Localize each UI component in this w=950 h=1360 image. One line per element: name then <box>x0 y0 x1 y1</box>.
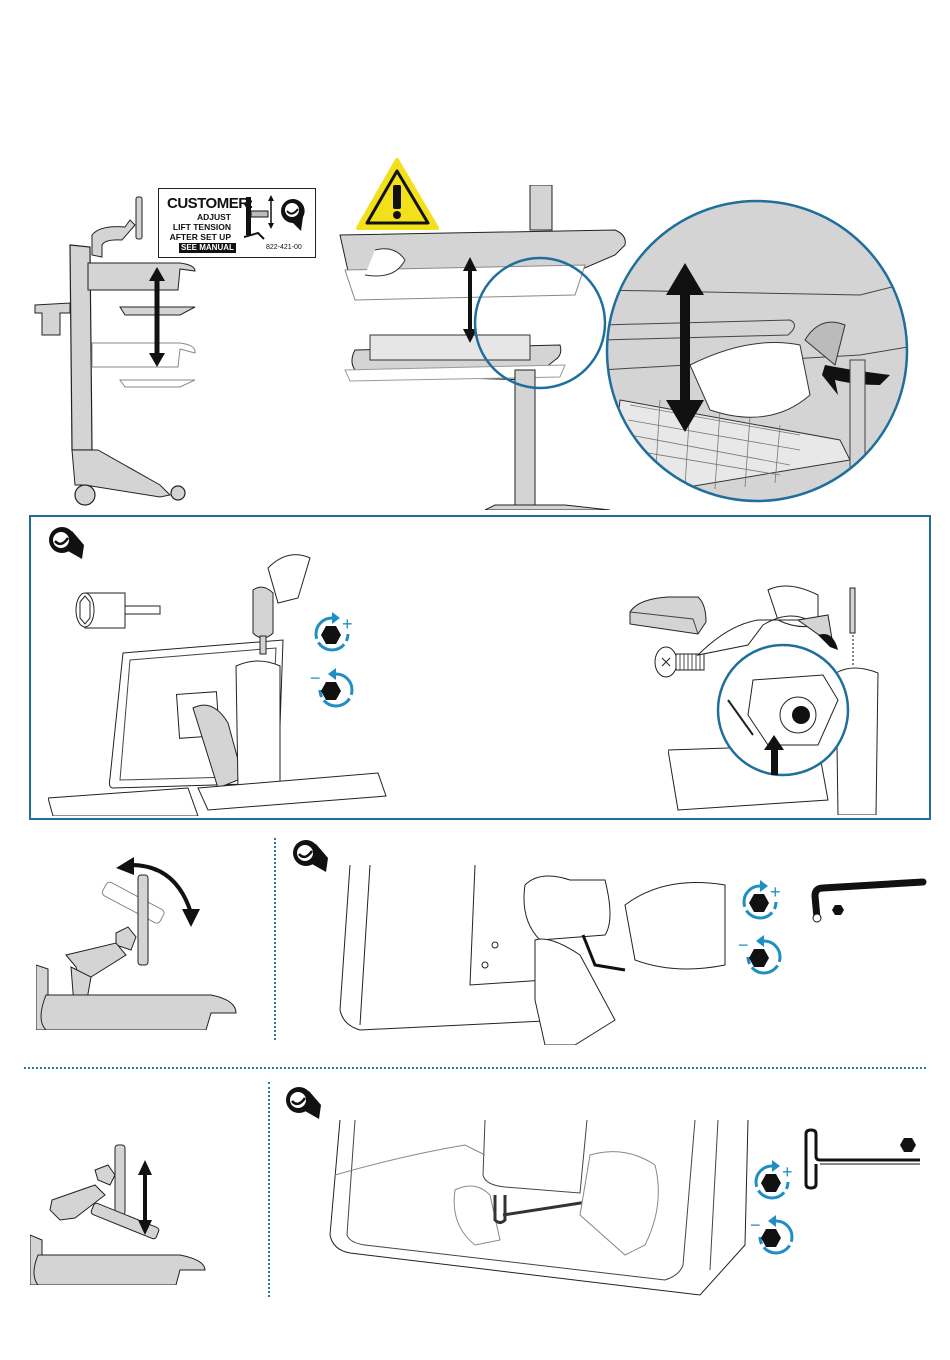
rotate-increase-icon: + <box>738 880 786 922</box>
svg-text:+: + <box>782 1162 793 1182</box>
drill-monitor-illustration <box>48 548 393 816</box>
svg-text:−: − <box>750 1215 761 1235</box>
warning-triangle-icon <box>355 157 440 232</box>
service-tool-icon <box>46 525 88 561</box>
monitor-height-illustration <box>30 1140 210 1285</box>
t-hex-key-icon <box>800 1128 922 1190</box>
rotate-increase-icon: + <box>310 612 358 654</box>
rotate-increase-icon: + <box>750 1160 798 1202</box>
label-line-1: ADJUST <box>196 212 231 222</box>
vertical-arrow-icon <box>149 267 165 367</box>
worksurface-illustration <box>335 185 635 510</box>
svg-text:+: + <box>770 882 781 902</box>
curved-arrow-icon <box>116 857 200 927</box>
section-divider-vertical <box>268 1082 270 1297</box>
label-line-2: LIFT TENSION <box>172 222 231 232</box>
service-tool-icon <box>279 197 307 233</box>
rotate-decrease-icon: − <box>310 668 358 710</box>
rotate-decrease-icon: − <box>750 1215 798 1257</box>
svg-text:−: − <box>310 668 321 688</box>
detail-circle-lift-handle <box>600 195 920 510</box>
monitor-tilt-illustration <box>36 855 241 1030</box>
rotate-decrease-icon: − <box>738 935 786 977</box>
cap-cover-icon <box>628 594 708 636</box>
section-divider-vertical <box>274 838 276 1040</box>
height-adjust-illustration <box>325 1115 750 1300</box>
section-divider-horizontal <box>24 1067 926 1069</box>
tilt-adjust-illustration <box>335 860 735 1045</box>
service-tool-icon <box>290 838 332 874</box>
l-hex-key-icon <box>805 878 930 928</box>
cart-illustration <box>30 195 205 510</box>
svg-text:+: + <box>342 614 353 634</box>
label-title: CUSTOMER: <box>167 195 254 212</box>
vertical-arrow-icon <box>666 263 704 432</box>
cart-height-icon <box>244 193 276 241</box>
vertical-arrow-icon <box>138 1160 152 1235</box>
socket-bit-icon <box>75 588 165 633</box>
service-panel <box>29 515 931 820</box>
label-see-manual: SEE MANUAL <box>179 243 236 253</box>
cap-installation-illustration <box>668 585 923 815</box>
svg-text:−: − <box>738 935 749 955</box>
label-part-code: 822-421-00 <box>266 244 302 251</box>
customer-label: CUSTOMER: ADJUST LIFT TENSION AFTER SET … <box>158 188 316 258</box>
vertical-arrow-icon <box>463 257 477 343</box>
label-line-3: AFTER SET UP <box>169 232 231 242</box>
screw-icon <box>654 645 709 680</box>
service-tool-icon <box>283 1085 325 1121</box>
